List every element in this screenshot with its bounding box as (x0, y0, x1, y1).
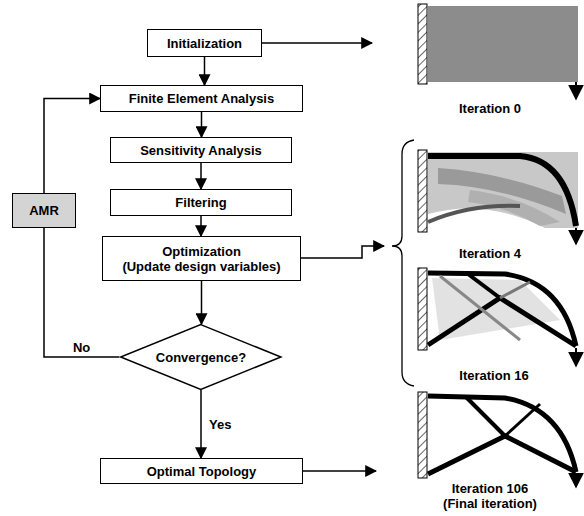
cantilever-iteration-4 (418, 150, 578, 244)
process-box: Finite Element Analysis (100, 85, 303, 112)
process-box: Sensitivity Analysis (110, 137, 292, 163)
decision-diamond: Convergence? (119, 324, 283, 390)
pointer-arrow (301, 246, 384, 258)
edge-label: Yes (207, 417, 233, 432)
edge-label: No (71, 340, 92, 355)
iteration-caption: Iteration 16 (459, 368, 528, 383)
process-box: Optimal Topology (100, 458, 303, 484)
iteration-caption: Iteration 106 (452, 481, 529, 496)
node-text: Initialization (167, 36, 242, 51)
node-text: Sensitivity Analysis (140, 143, 262, 158)
node-text: Filtering (175, 195, 226, 210)
process-box: Filtering (110, 189, 292, 216)
iteration-caption: (Final iteration) (443, 496, 537, 511)
curly-brace (392, 140, 414, 386)
flow-connector (44, 99, 100, 194)
node-text: Optimal Topology (147, 464, 257, 479)
iteration-caption: Iteration 4 (459, 246, 521, 261)
iteration-caption: Iteration 0 (459, 101, 521, 116)
process-box: Optimization(Update design variables) (102, 236, 301, 281)
flow-connector (200, 390, 202, 458)
cantilever-final (418, 392, 576, 487)
pointer-arrow (303, 470, 376, 472)
node-text: Optimization (162, 244, 241, 259)
pointer-arrow (262, 42, 372, 44)
amr-box: AMR (12, 193, 76, 228)
flow-connector (201, 281, 203, 324)
cantilever-iteration-16 (418, 268, 576, 366)
node-text: Finite Element Analysis (129, 91, 274, 106)
flow-connector (200, 163, 202, 189)
node-text: (Update design variables) (122, 259, 280, 274)
node-text: Convergence? (156, 350, 246, 365)
flow-connector (204, 57, 206, 85)
flow-connector (200, 216, 202, 236)
flow-connector (201, 112, 203, 137)
process-box: Initialization (147, 29, 262, 57)
node-text: AMR (29, 203, 59, 218)
cantilever-iteration-0 (418, 4, 578, 99)
